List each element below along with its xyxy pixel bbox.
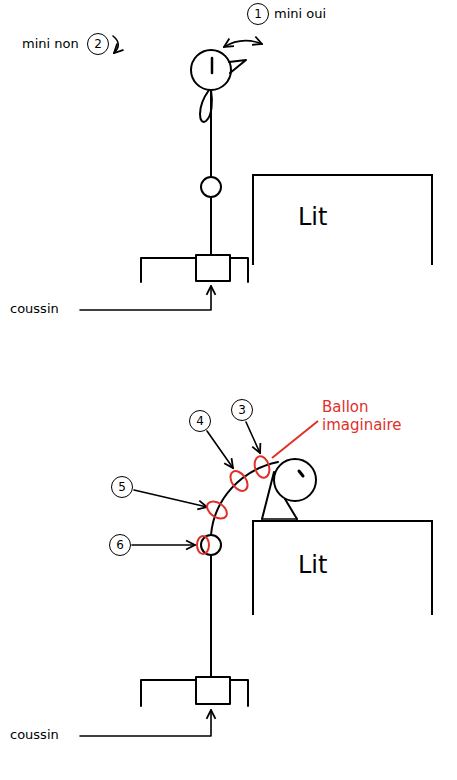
callout-arrow <box>134 490 207 507</box>
arm-line <box>285 499 297 519</box>
imaginary-ball <box>227 468 251 494</box>
bed-outline: Lit <box>252 174 433 265</box>
imaginary-ball <box>197 536 209 554</box>
arm-line <box>262 472 274 519</box>
shake-arrow <box>113 36 118 53</box>
callout-number: 2 <box>94 38 102 50</box>
bed-label: Lit <box>298 552 327 578</box>
bed-line <box>253 521 432 615</box>
callout-circle: 4 <box>189 410 211 432</box>
bed-shape <box>252 520 433 615</box>
callout-circle: 1 <box>247 3 269 25</box>
head <box>274 459 316 501</box>
callout-number: 6 <box>116 539 124 551</box>
imaginary-ball <box>204 498 230 522</box>
bed-shape <box>252 174 433 265</box>
eye <box>299 471 303 476</box>
callout-note: Ballon imaginaire <box>322 398 414 434</box>
part-name: coussin <box>10 727 59 743</box>
bed-line <box>253 175 432 265</box>
cushion-square <box>196 677 230 704</box>
nod-arrow <box>224 41 262 47</box>
hip-circle <box>201 177 221 197</box>
callout-arrow <box>246 422 260 453</box>
leader-arrow <box>80 710 211 736</box>
base-line <box>230 258 248 282</box>
bed-label: Lit <box>298 204 327 230</box>
base-line <box>141 258 196 282</box>
leader-line <box>272 421 318 458</box>
leg-line <box>210 555 212 677</box>
callout-circle: 2 <box>87 33 109 55</box>
motion-note: mini oui <box>274 6 326 22</box>
callout-number: 3 <box>238 404 246 416</box>
callout-number: 5 <box>118 481 126 493</box>
body-line <box>210 90 212 177</box>
callout-arrow <box>207 431 233 468</box>
beak <box>229 60 246 73</box>
hip-circle <box>201 535 221 555</box>
imaginary-ball <box>252 455 271 480</box>
motion-note: mini non <box>22 36 79 52</box>
hand-line <box>262 518 297 520</box>
callout-circle: 5 <box>111 476 133 498</box>
eye <box>211 58 214 73</box>
leg-line <box>210 197 212 255</box>
part-name: coussin <box>10 301 59 317</box>
bed-outline: Lit <box>252 520 433 615</box>
callout-arrow <box>132 544 195 546</box>
head <box>191 50 231 90</box>
callout-circle: 3 <box>231 399 253 421</box>
base-line <box>230 680 248 706</box>
callout-number: 1 <box>254 8 262 20</box>
callout-number: 4 <box>196 415 204 427</box>
cushion-square <box>196 255 230 281</box>
base-line <box>141 680 196 706</box>
callout-circle: 6 <box>109 534 131 556</box>
leader-arrow <box>80 286 211 310</box>
